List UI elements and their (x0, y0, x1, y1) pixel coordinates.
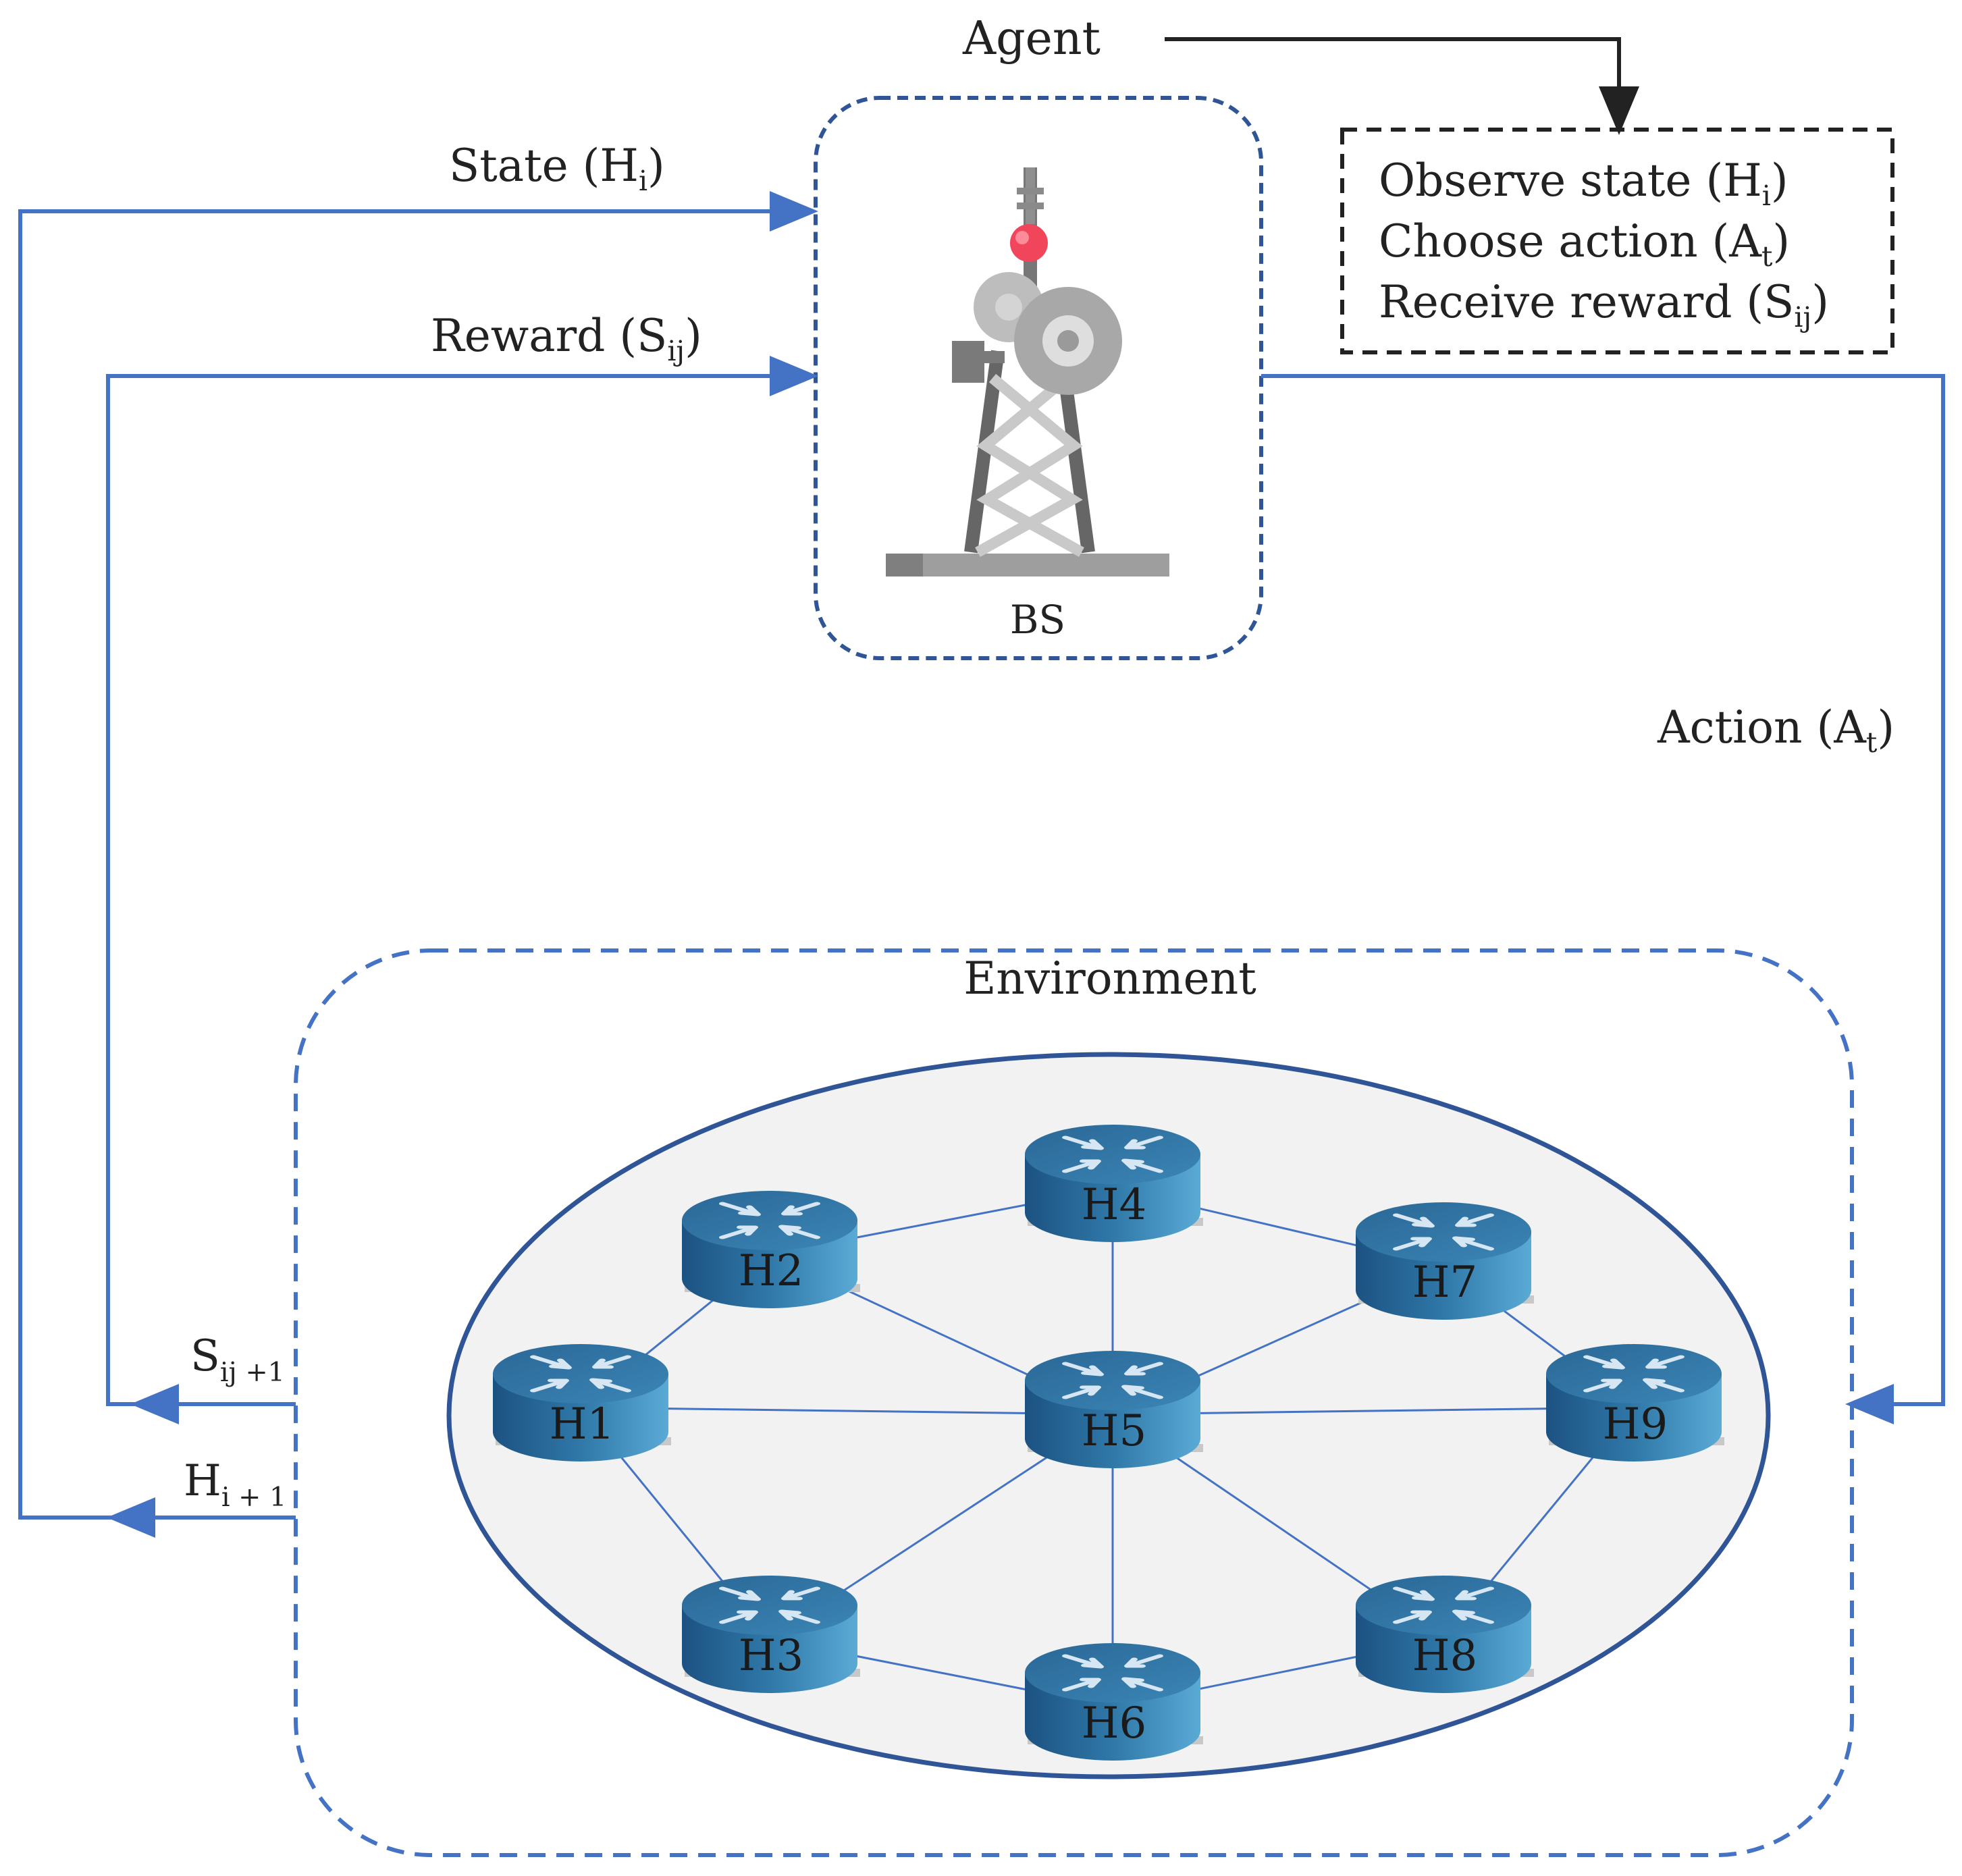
router-arrow (1393, 1586, 1435, 1601)
router-arrow (1121, 1385, 1163, 1399)
router-arrows-icon (1062, 1654, 1163, 1692)
router-top (1025, 1125, 1200, 1184)
router-arrow (778, 1609, 820, 1624)
agent-step-receive: Receive reward (Sij) (1379, 276, 1829, 333)
router-h4: H4 (1025, 1125, 1203, 1242)
reward-label: Reward (Sij) (431, 310, 702, 367)
router-h1: H1 (493, 1344, 671, 1462)
action-label: Action (At) (1657, 701, 1894, 759)
next-state-label: Hi + 1 (184, 1456, 286, 1513)
environment-box (294, 948, 1854, 1857)
router-arrow (781, 1202, 820, 1216)
router-arrow (1583, 1355, 1625, 1370)
router-arrow (1121, 1677, 1163, 1692)
router-h7: H7 (1356, 1202, 1534, 1320)
router-arrow (1583, 1378, 1622, 1393)
router-arrow (1124, 1362, 1163, 1376)
router-label-h3: H3 (739, 1631, 804, 1681)
router-h2: H2 (682, 1191, 860, 1308)
router-arrow (1062, 1159, 1101, 1173)
router-arrow (1393, 1610, 1432, 1624)
router-arrow (1124, 1654, 1163, 1668)
router-arrow (1452, 1609, 1494, 1624)
router-label-h4: H4 (1082, 1180, 1147, 1230)
router-arrow (719, 1610, 758, 1624)
router-arrow (719, 1225, 758, 1239)
router-arrow (781, 1586, 820, 1601)
router-h8: H8 (1356, 1576, 1534, 1693)
router-arrow (1645, 1355, 1685, 1369)
router-arrow (1121, 1158, 1163, 1173)
router-arrow (1455, 1213, 1494, 1227)
router-arrow (1455, 1586, 1494, 1601)
router-arrow (1452, 1236, 1494, 1251)
router-arrows-icon (1393, 1586, 1494, 1624)
agent-label: Agent (962, 12, 1101, 65)
router-arrow (589, 1378, 631, 1393)
router-top (1356, 1576, 1531, 1635)
router-h9: H9 (1546, 1344, 1724, 1462)
router-label-h2: H2 (739, 1246, 804, 1296)
router-h6: H6 (1025, 1643, 1203, 1761)
router-arrow (1062, 1654, 1104, 1669)
router-arrows-icon (530, 1355, 631, 1393)
router-top (1025, 1351, 1200, 1410)
link-h1-h5 (580, 1406, 1113, 1416)
router-arrow (719, 1586, 761, 1601)
router-arrow (1062, 1678, 1101, 1692)
router-h3: H3 (682, 1576, 860, 1693)
router-top (1546, 1344, 1722, 1403)
router-arrows-icon (719, 1202, 820, 1239)
router-arrows-icon (1583, 1355, 1685, 1393)
action-arrow (1261, 374, 1945, 1424)
router-arrow (1062, 1135, 1104, 1150)
agent-steps-box (1340, 128, 1894, 354)
router-label-h5: H5 (1082, 1406, 1147, 1456)
router-top (1356, 1202, 1531, 1262)
router-arrow (1643, 1378, 1685, 1393)
router-arrow (1124, 1135, 1163, 1150)
router-arrow (592, 1355, 631, 1369)
router-arrow (530, 1378, 569, 1393)
agent-step-observe: Observe state (Hi) (1379, 155, 1788, 212)
router-label-h7: H7 (1412, 1258, 1478, 1308)
router-arrows-icon (1393, 1213, 1494, 1251)
router-label-h8: H8 (1412, 1631, 1478, 1681)
router-arrow (1393, 1213, 1435, 1228)
router-arrows-icon (1062, 1135, 1163, 1173)
router-top (493, 1344, 668, 1403)
agent-arrow (1165, 37, 1639, 135)
router-h5: H5 (1025, 1351, 1203, 1468)
router-arrow (778, 1225, 820, 1239)
router-label-h1: H1 (550, 1399, 615, 1449)
router-arrow (1393, 1237, 1432, 1251)
router-label-h6: H6 (1082, 1698, 1147, 1748)
router-top (682, 1576, 857, 1635)
router-arrows-icon (1062, 1362, 1163, 1399)
router-arrows-icon (719, 1586, 820, 1624)
tower-icon (886, 167, 1169, 577)
environment-label: Environment (963, 953, 1256, 1004)
state-label: State (Hi) (449, 140, 665, 197)
router-arrow (719, 1202, 761, 1216)
agent-steps-list: Observe state (Hi) Choose action (At) Re… (1379, 155, 1829, 333)
router-label-h9: H9 (1603, 1399, 1668, 1449)
router-arrow (1062, 1385, 1101, 1399)
router-arrow (530, 1355, 572, 1370)
router-arrow (1062, 1362, 1104, 1376)
router-top (682, 1191, 857, 1250)
bs-label: BS (1010, 597, 1065, 643)
next-reward-label: Sij +1 (190, 1331, 285, 1388)
agent-step-choose: Choose action (At) (1379, 215, 1790, 273)
router-top (1025, 1643, 1200, 1703)
